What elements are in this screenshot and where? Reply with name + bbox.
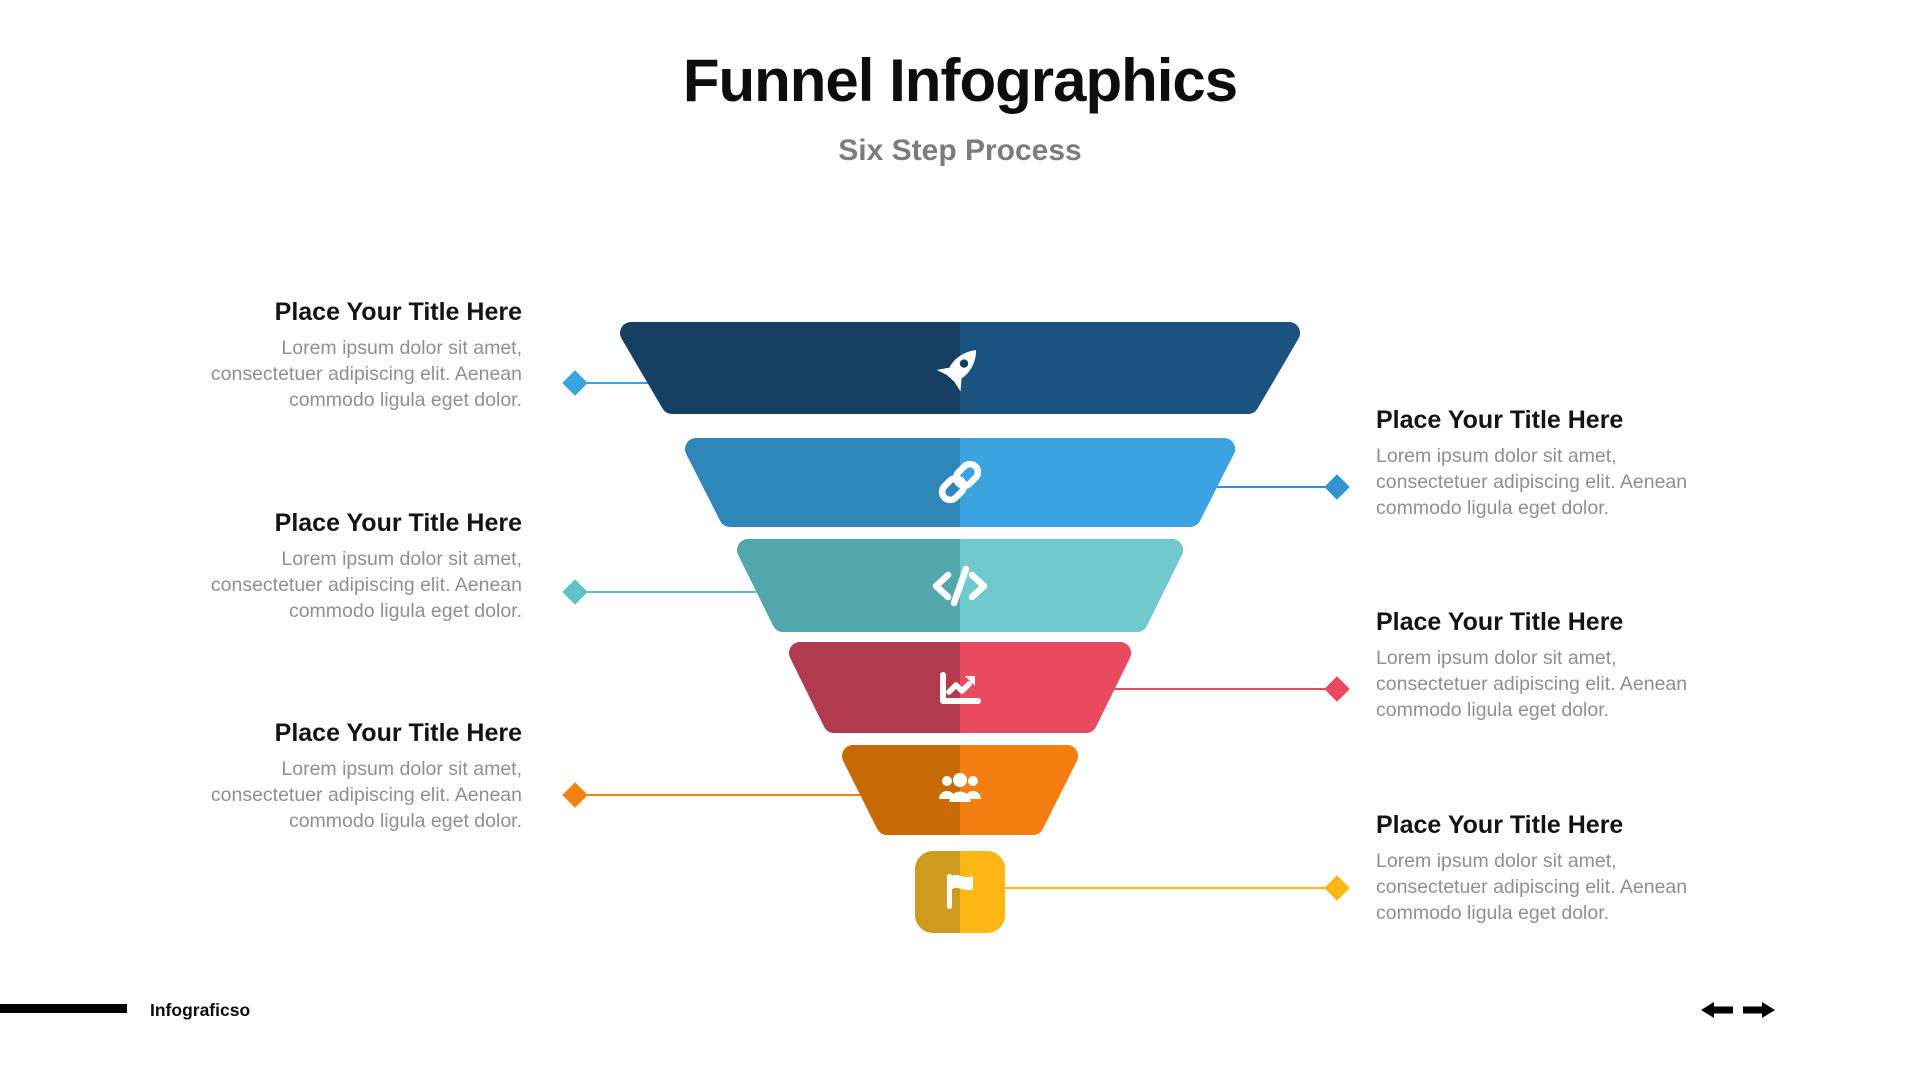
block-body: Lorem ipsum dolor sit amet, consectetuer… bbox=[210, 337, 522, 411]
block-title: Place Your Title Here bbox=[1376, 811, 1624, 839]
page-subtitle: Six Step Process bbox=[838, 134, 1082, 167]
block-body: Lorem ipsum dolor sit amet, consectetuer… bbox=[1376, 445, 1688, 519]
funnel-step-3-shape-light bbox=[960, 539, 1183, 632]
connector-diamond-5 bbox=[562, 782, 588, 808]
block-title: Place Your Title Here bbox=[274, 719, 522, 747]
connector-diamond-3 bbox=[562, 579, 588, 605]
block-title: Place Your Title Here bbox=[274, 509, 522, 537]
block-body: Lorem ipsum dolor sit amet, consectetuer… bbox=[210, 758, 522, 832]
block-body: Lorem ipsum dolor sit amet, consectetuer… bbox=[210, 548, 522, 622]
block-body: Lorem ipsum dolor sit amet, consectetuer… bbox=[1376, 647, 1688, 721]
text-block-5: Place Your Title Here Lorem ipsum dolor … bbox=[172, 719, 522, 835]
text-block-3: Place Your Title Here Lorem ipsum dolor … bbox=[172, 509, 522, 625]
funnel-step-2 bbox=[685, 438, 1235, 527]
code-icon bbox=[932, 565, 988, 607]
funnel-step-4-shape-light bbox=[960, 642, 1131, 733]
rocket-icon bbox=[936, 350, 977, 392]
connector-diamond-4 bbox=[1324, 676, 1350, 702]
funnel-step-1 bbox=[620, 322, 1300, 414]
text-block-6: Place Your Title Here Lorem ipsum dolor … bbox=[1376, 811, 1726, 927]
text-block-2: Place Your Title Here Lorem ipsum dolor … bbox=[1376, 406, 1726, 522]
block-title: Place Your Title Here bbox=[1376, 406, 1624, 434]
funnel-step-4 bbox=[789, 642, 1131, 733]
connector-diamond-2 bbox=[1324, 474, 1350, 500]
connector-diamond-1 bbox=[562, 370, 588, 396]
text-block-1: Place Your Title Here Lorem ipsum dolor … bbox=[172, 298, 522, 414]
connectors bbox=[562, 370, 1350, 901]
footer-accent-bar bbox=[0, 1004, 127, 1013]
funnel-step-2-shape-light bbox=[960, 438, 1235, 527]
arrow-right-icon[interactable] bbox=[1743, 1002, 1775, 1018]
funnel-step-6 bbox=[915, 851, 1005, 933]
users-icon bbox=[939, 773, 981, 802]
funnel-step-3 bbox=[737, 539, 1183, 632]
funnel-step-6-shape-light bbox=[960, 851, 1005, 933]
block-title: Place Your Title Here bbox=[274, 298, 522, 326]
arrow-left-icon[interactable] bbox=[1701, 1002, 1733, 1018]
slide-navigation[interactable] bbox=[1700, 1000, 1776, 1020]
brand-label: Infograficso bbox=[150, 1000, 251, 1020]
funnel-step-5 bbox=[842, 745, 1078, 835]
block-title: Place Your Title Here bbox=[1376, 608, 1624, 636]
funnel-step-5-shape-light bbox=[960, 745, 1078, 835]
text-block-4: Place Your Title Here Lorem ipsum dolor … bbox=[1376, 608, 1726, 724]
page-title: Funnel Infographics bbox=[682, 47, 1238, 114]
connector-diamond-6 bbox=[1324, 875, 1350, 901]
funnel-step-1-shape-light bbox=[960, 322, 1300, 414]
block-body: Lorem ipsum dolor sit amet, consectetuer… bbox=[1376, 850, 1688, 924]
chart-line-icon bbox=[940, 672, 981, 704]
link-icon bbox=[938, 460, 982, 504]
flag-icon bbox=[947, 874, 973, 909]
